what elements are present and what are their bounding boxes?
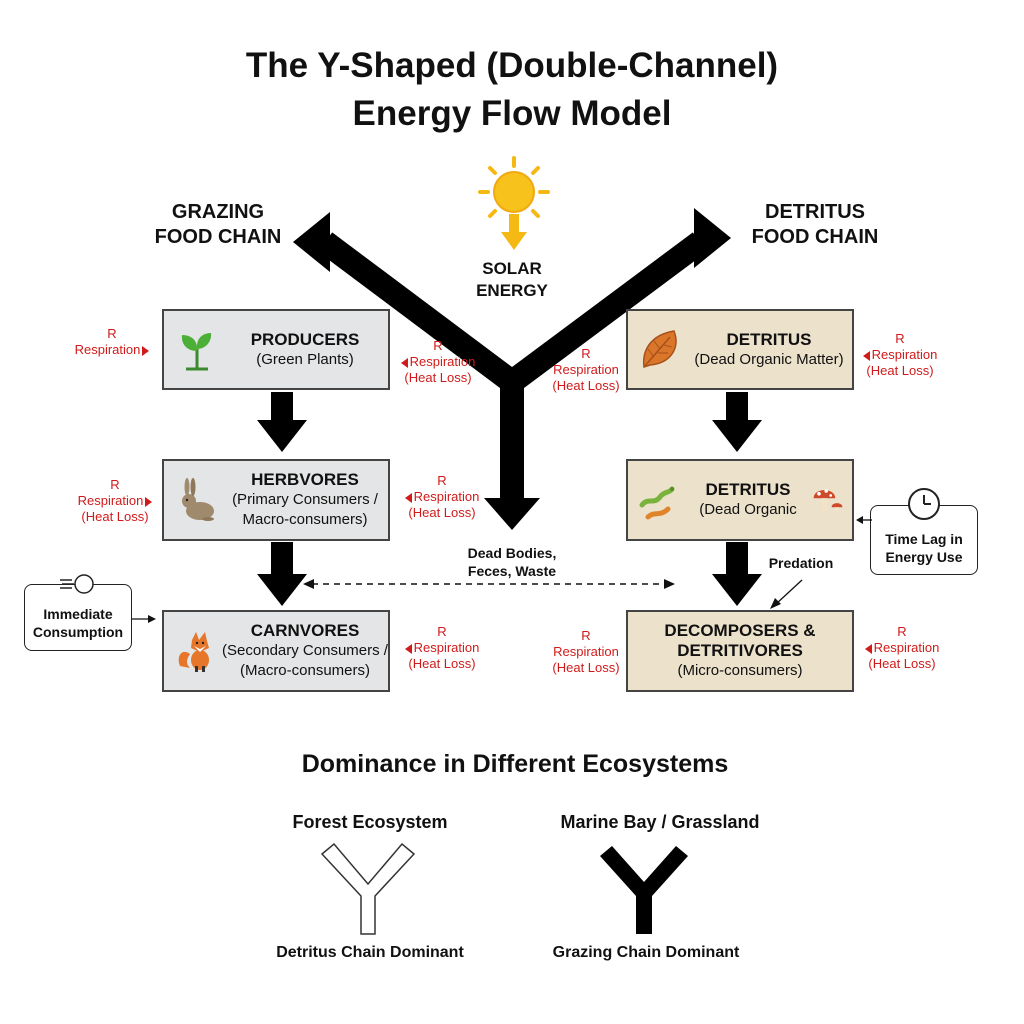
solar-energy-label: SOLAR ENERGY (476, 259, 548, 300)
y-arrowhead-down (484, 498, 540, 530)
clock-icon (908, 488, 940, 520)
detritus-secondary-title: DETRITUS (705, 480, 791, 499)
respiration-producers-left: R Respiration (64, 326, 160, 358)
producers-title: PRODUCERS (250, 329, 360, 349)
sun-icon (478, 156, 550, 250)
respiration-decomposers-right: R Respiration (Heat Loss) (854, 624, 950, 672)
decomposers-title2: DETRITIVORES (677, 641, 803, 660)
herbivores-box: HERBVORES (Primary Consumers / Macro-con… (162, 459, 390, 541)
respiration-producers-right: R Respiration (Heat Loss) (390, 338, 486, 386)
page-title-line1: The Y-Shaped (Double-Channel) (245, 46, 779, 85)
page-title-line2: Energy Flow Model (352, 94, 672, 133)
decomposers-sub: (Micro-consumers) (677, 662, 803, 679)
fox-icon (178, 632, 209, 672)
detritus-secondary-sub: (Dead Organic (699, 501, 797, 518)
y-arrowhead-left (293, 212, 330, 272)
respiration-herbivores-left: R Respiration (Heat Loss) (68, 477, 162, 525)
arrow-detritus2-decomposers (726, 542, 748, 576)
marine-grassland-title: Marine Bay / Grassland (560, 812, 760, 832)
time-lag-pointer (856, 516, 872, 524)
mushroom-icon (813, 489, 843, 515)
herbivores-sub2: Macro-consumers) (242, 511, 368, 528)
producers-sub: (Green Plants) (256, 350, 354, 368)
carnivores-title: CARNVORES (250, 621, 360, 640)
herbivores-sub1: (Primary Consumers / (232, 491, 378, 508)
arrow-herbivores-carnivores (271, 542, 293, 576)
arrow-detritus1-detritus2 (726, 392, 748, 422)
plant-icon (181, 332, 212, 370)
detritus-sub: (Dead Organic Matter) (694, 350, 844, 368)
y-arm-left (317, 232, 520, 392)
leaf-icon (642, 329, 677, 368)
y-arrowhead-right (694, 208, 731, 268)
worm-icon (639, 486, 675, 520)
detritus-food-chain-label: DETRITUS FOOD CHAIN (751, 201, 879, 248)
grazing-food-chain-label: GRAZING FOOD CHAIN (154, 201, 282, 248)
forest-y-outline-icon (320, 842, 416, 935)
respiration-herbivores-right: R Respiration (Heat Loss) (394, 473, 490, 521)
detritus-title: DETRITUS (726, 329, 812, 349)
respiration-detritus-right: R Respiration (Heat Loss) (852, 331, 948, 379)
carnivores-box: CARNVORES (Secondary Consumers / (Macro-… (162, 610, 390, 692)
respiration-detritus-left: R Respiration (Heat Loss) (552, 346, 620, 393)
decomposers-title1: DECOMPOSERS & (664, 621, 816, 640)
producers-box: PRODUCERS (Green Plants) (162, 309, 390, 390)
herbivores-title: HERBVORES (251, 470, 359, 489)
predation-note: Predation (768, 555, 834, 571)
y-arm-right (504, 232, 708, 392)
speed-icon (60, 574, 94, 594)
detritus-box: DETRITUS (Dead Organic Matter) (626, 309, 854, 390)
dead-bodies-note: Dead Bodies, Feces, Waste (467, 545, 557, 579)
respiration-decomposers-left: R Respiration (Heat Loss) (552, 628, 620, 675)
carnivores-sub2: (Macro-consumers) (239, 662, 371, 679)
marine-caption: Grazing Chain Dominant (552, 944, 740, 961)
predation-pointer (775, 579, 803, 605)
arrow-producers-herbivores (271, 392, 293, 422)
forest-ecosystem-title: Forest Ecosystem (292, 812, 448, 832)
rabbit-icon (182, 478, 214, 521)
carnivores-sub1: (Secondary Consumers / (222, 642, 388, 659)
forest-caption: Detritus Chain Dominant (276, 944, 464, 961)
respiration-carnivores-right: R Respiration (Heat Loss) (394, 624, 490, 672)
dominance-heading: Dominance in Different Ecosystems (301, 750, 729, 778)
detritus-secondary-box: DETRITUS (Dead Organic (626, 459, 854, 541)
decomposers-box: DECOMPOSERS & DETRITIVORES (Micro-consum… (626, 610, 854, 692)
grazing-y-solid-icon (600, 846, 688, 934)
